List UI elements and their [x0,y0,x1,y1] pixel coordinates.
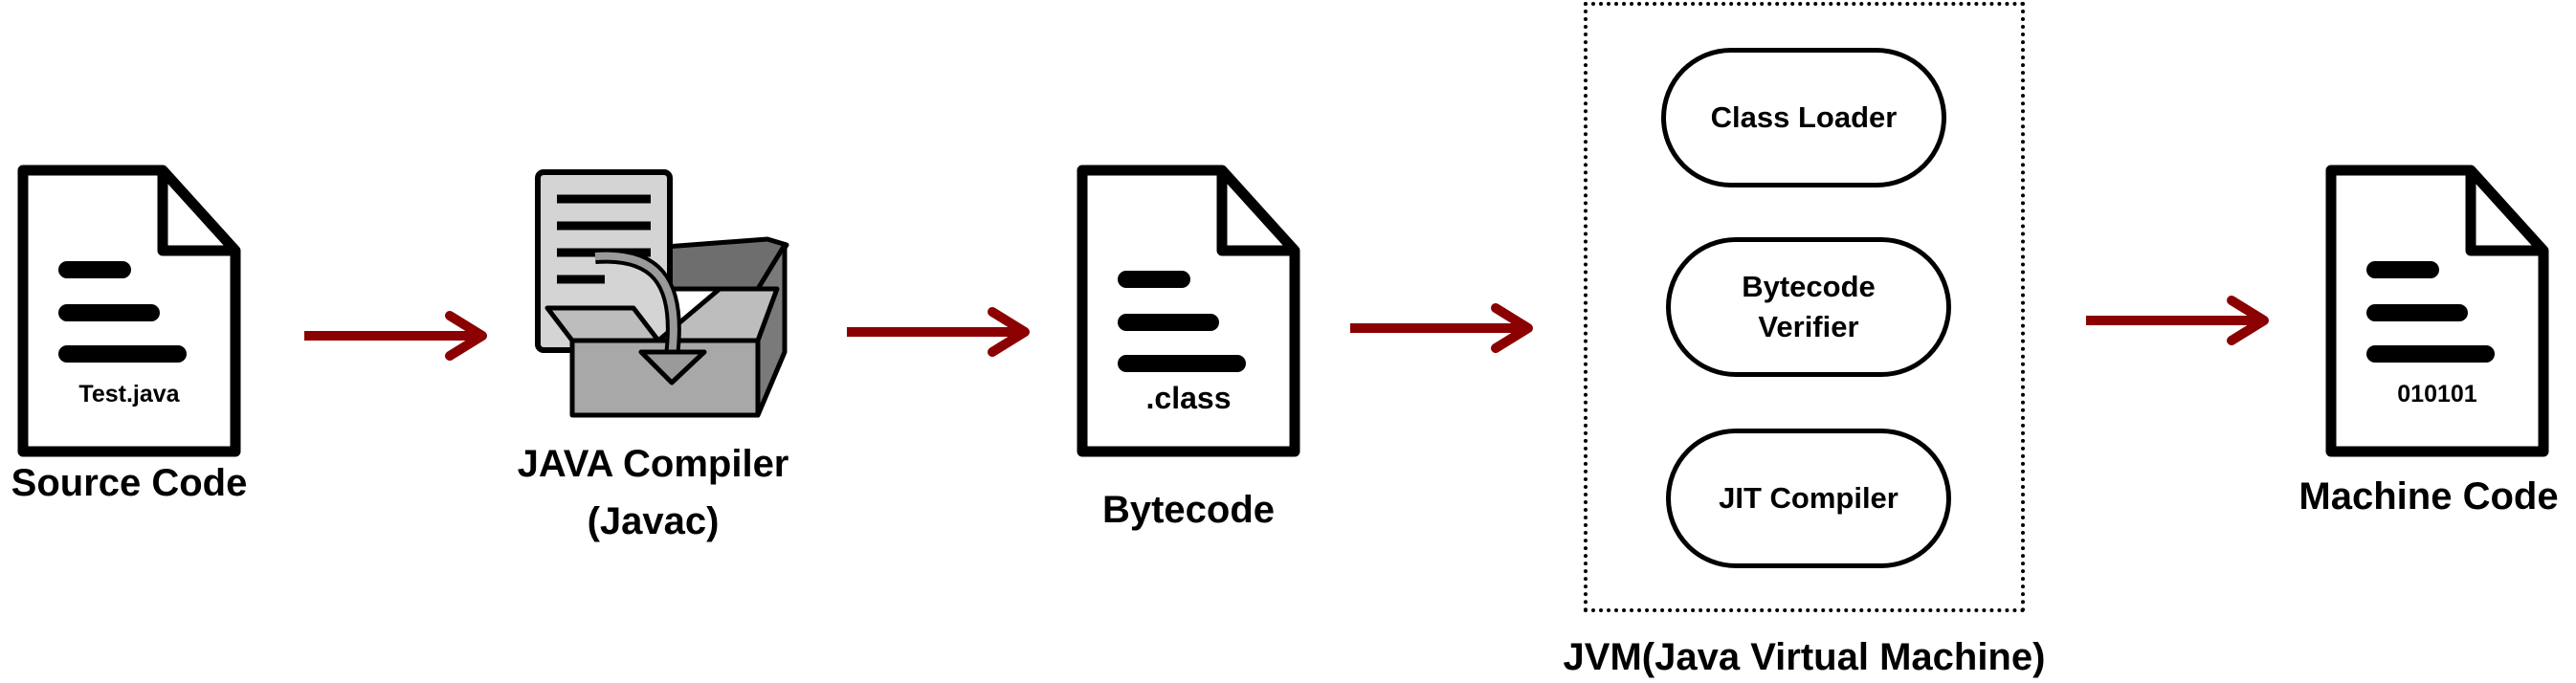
machine-code-label: Machine Code [2298,475,2559,518]
jvm-container [1584,2,2025,612]
compiler-box-icon [528,165,796,425]
source-file-name: Test.java [78,381,180,408]
bytecode-file-name: .class [1145,381,1232,415]
jvm-label: JVM(Java Virtual Machine) [1563,636,2046,678]
bytecode-verifier-component: Bytecode Verifier [1666,237,1951,377]
arrow-bytecode-to-jvm [1350,303,1542,353]
class-loader-component: Class Loader [1661,48,1946,187]
bytecode-file-icon [1077,165,1300,457]
bytecode-verifier-text-line1: Bytecode [1742,270,1876,304]
arrow-jvm-to-machine [2086,296,2277,345]
arrow-source-to-compiler [304,311,496,361]
class-loader-text: Class Loader [1710,100,1898,135]
bytecode-verifier-text-line2: Verifier [1758,310,1859,343]
machine-code-file-name: 010101 [2397,381,2477,408]
bytecode-label: Bytecode [1101,489,1276,531]
compiler-label-line1: JAVA Compiler [517,443,789,485]
compiler-label-line2: (Javac) [587,500,720,542]
source-code-label: Source Code [11,462,248,504]
jit-compiler-component: JIT Compiler [1666,429,1951,568]
jit-compiler-text: JIT Compiler [1719,481,1899,516]
machine-code-file-icon [2325,165,2549,457]
arrow-compiler-to-bytecode [847,307,1038,357]
source-file-icon [17,165,241,457]
